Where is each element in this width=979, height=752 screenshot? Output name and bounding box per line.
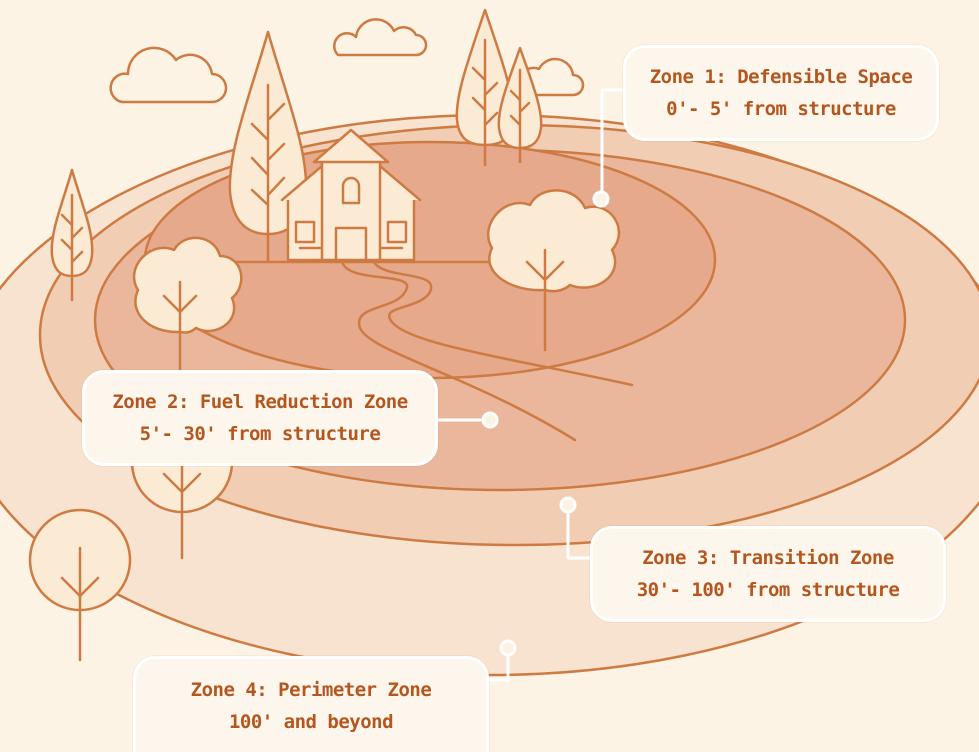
zone2-range: 5'- 30' from structure (139, 423, 381, 445)
zone4-label: Zone 4: Perimeter Zone 100' and beyond (133, 656, 489, 752)
zone2-title: Zone 2: Fuel Reduction Zone (112, 391, 408, 413)
zone3-title: Zone 3: Transition Zone (642, 547, 894, 569)
zone4-marker (499, 639, 517, 657)
cloud-icon (109, 46, 228, 104)
cloud-icon (333, 18, 428, 57)
zone1-marker (592, 190, 610, 208)
round-tree-icon (28, 508, 132, 662)
path-icon (372, 260, 634, 387)
zone2-label: Zone 2: Fuel Reduction Zone 5'- 30' from… (82, 370, 438, 466)
zone1-range: 0'- 5' from structure (666, 98, 896, 120)
cypress-tree-icon (228, 30, 308, 262)
cypress-tree-icon (50, 168, 94, 302)
cypress-tree-icon (497, 46, 543, 164)
zone2-marker (481, 411, 499, 429)
zone3-label: Zone 3: Transition Zone 30'- 100' from s… (590, 526, 946, 622)
zone3-range: 30'- 100' from structure (636, 579, 900, 601)
zone3-marker (559, 496, 577, 514)
zone1-title: Zone 1: Defensible Space (649, 66, 913, 88)
path-icon (340, 260, 577, 442)
house-icon (280, 128, 422, 262)
round-tree-icon (486, 189, 621, 352)
round-tree-icon (132, 236, 243, 397)
zone4-title: Zone 4: Perimeter Zone (190, 678, 432, 701)
zone4-connector (487, 653, 510, 682)
zone1-connector (600, 88, 625, 193)
zone3-connector (566, 510, 592, 560)
zone4-range: 100' and beyond (228, 710, 394, 733)
zone1-label: Zone 1: Defensible Space 0'- 5' from str… (623, 45, 939, 141)
